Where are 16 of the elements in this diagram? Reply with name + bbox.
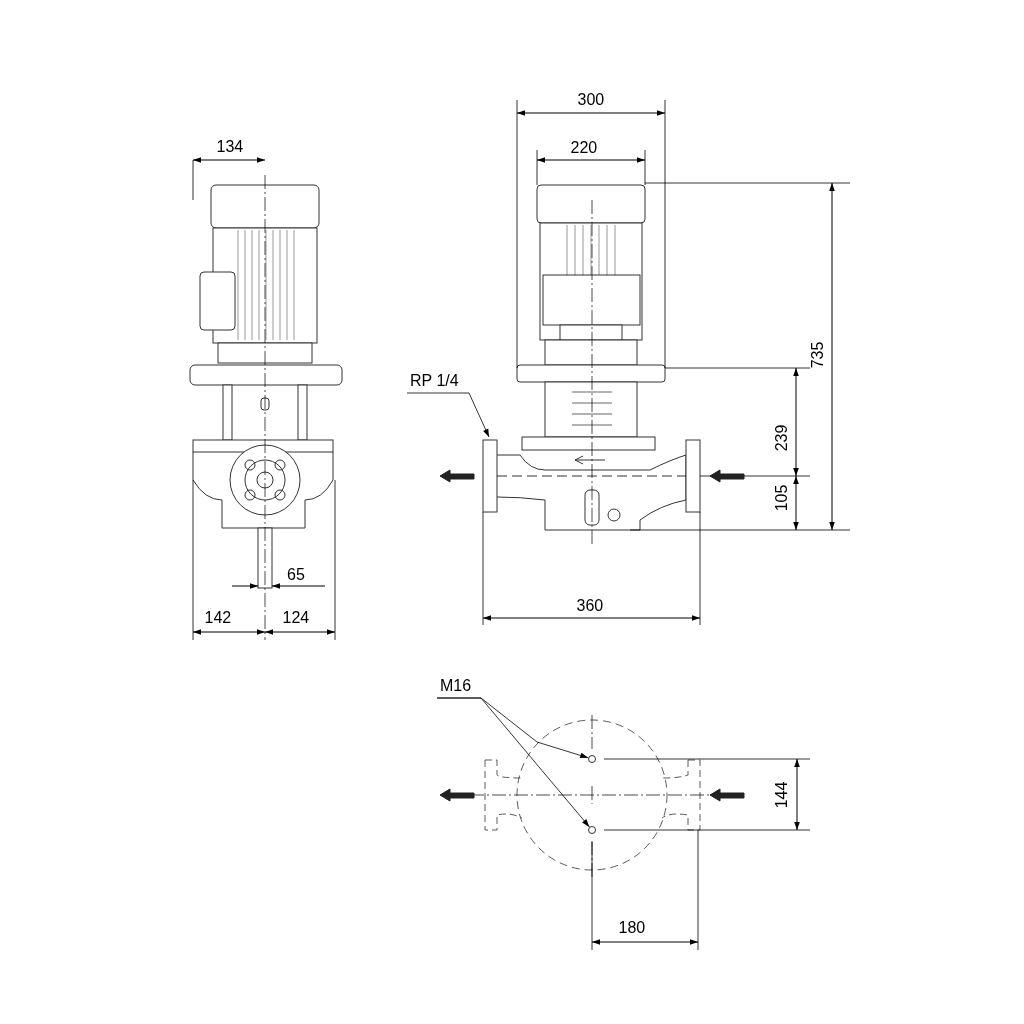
dimension-label: 220 [570,139,598,157]
dimension-label: 105 [772,484,791,512]
dimension-label: 65 [287,566,305,584]
dimension-label: 239 [772,424,791,452]
dimension-label: 300 [577,91,605,109]
dimension-label: 134 [216,138,244,156]
dimension-label: 735 [808,341,827,369]
bolt-hole [588,755,596,763]
dimension-label: 142 [204,609,232,627]
bolt-hole [588,826,596,834]
callout-label: M16 [440,677,472,695]
callout-label: RP 1/4 [410,372,459,390]
dimension-label: 144 [772,781,791,809]
dimension-label: 360 [576,597,604,615]
dimension-label: 180 [618,919,646,937]
dimension-label: 124 [282,609,310,627]
